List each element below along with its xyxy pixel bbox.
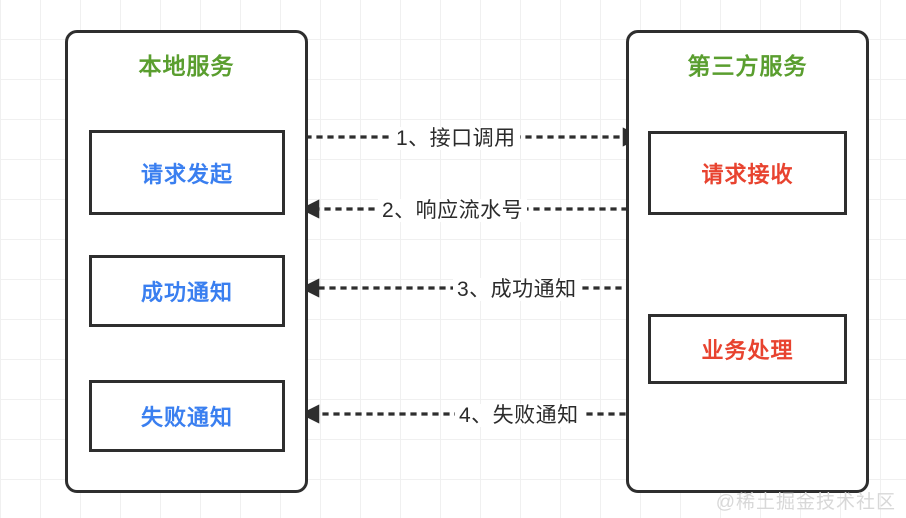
node-business-process[interactable]: 业务处理 — [648, 314, 847, 384]
service-title-third-party: 第三方服务 — [687, 53, 808, 79]
service-container-third-party: 第三方服务 — [626, 30, 869, 493]
node-fail-notify-label: 失败通知 — [140, 405, 233, 430]
node-request-send-label: 请求发起 — [140, 161, 233, 187]
edge-label-success-notify: 3、成功通知 — [453, 278, 581, 302]
node-request-receive[interactable]: 请求接收 — [648, 131, 847, 215]
edge-label-fail-notify: 4、失败通知 — [455, 404, 583, 428]
node-request-receive-label: 请求接收 — [701, 162, 794, 187]
edge-label-response-serial: 2、响应流水号 — [378, 199, 528, 223]
node-fail-notify[interactable]: 失败通知 — [89, 380, 285, 452]
node-success-notify[interactable]: 成功通知 — [89, 255, 285, 327]
node-business-process-label: 业务处理 — [701, 338, 794, 363]
edge-label-interface-call: 1、接口调用 — [392, 127, 520, 151]
watermark: @稀土掘金技术社区 — [715, 492, 896, 513]
node-request-send[interactable]: 请求发起 — [89, 130, 285, 215]
node-success-notify-label: 成功通知 — [140, 280, 233, 305]
service-title-local: 本地服务 — [138, 53, 235, 79]
